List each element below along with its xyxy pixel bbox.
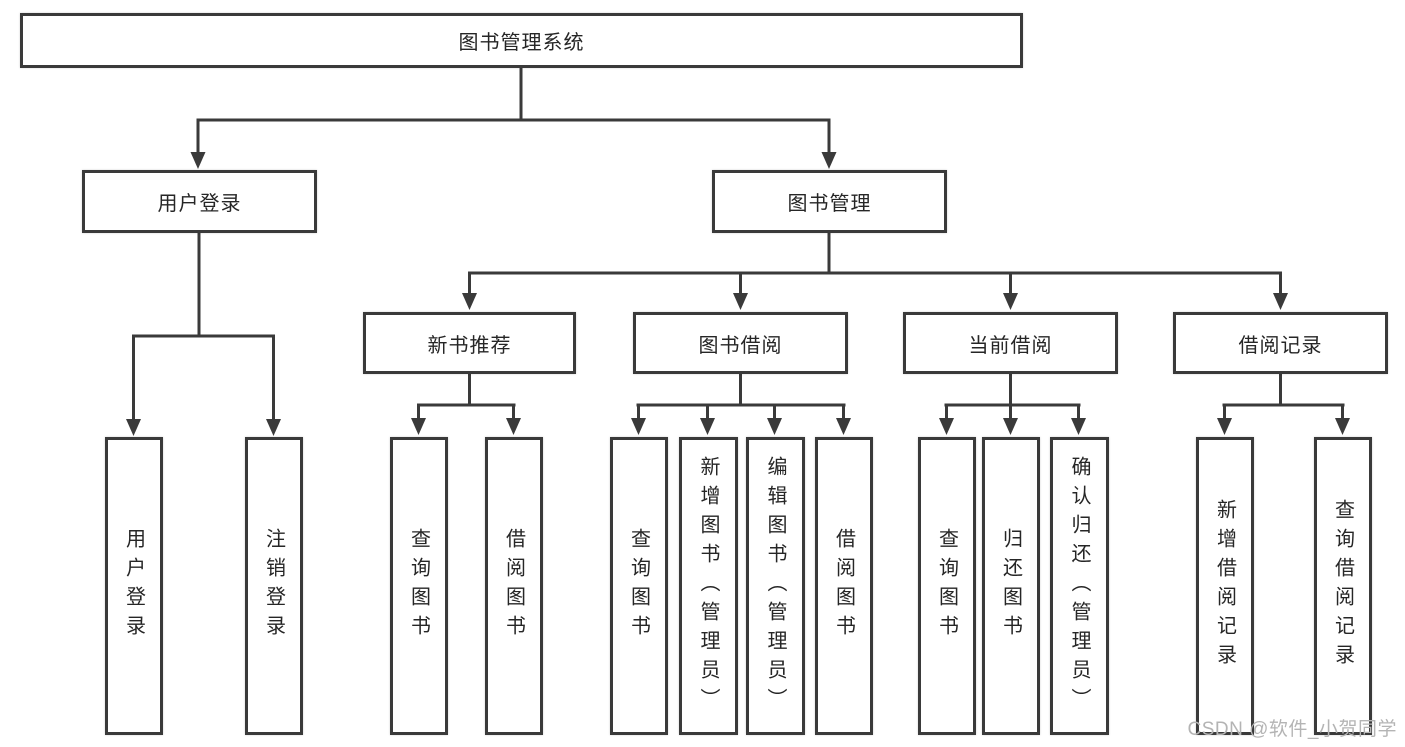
- arrow-down-icon: [506, 418, 521, 435]
- arrow-down-icon: [462, 293, 477, 310]
- node-borrowing-records: 借阅记录: [1173, 312, 1388, 374]
- arrow-down-icon: [631, 418, 646, 435]
- arrow-down-icon: [1071, 418, 1086, 435]
- arrow-down-icon: [767, 418, 782, 435]
- node-label: 图书管理: [787, 193, 872, 215]
- node-query-books-current: 查询图书: [917, 437, 976, 735]
- node-borrow-books-rec: 借阅图书: [484, 437, 543, 735]
- connector-group: [126, 67, 1350, 436]
- node-user-login: 用户登录: [82, 170, 317, 233]
- node-confirm-return-admin: 确认归还（管理员）: [1049, 437, 1109, 735]
- node-label: 图书管理系统: [458, 32, 585, 54]
- arrow-down-icon: [190, 152, 206, 169]
- arrow-down-icon: [733, 293, 748, 310]
- node-label: 新书推荐: [427, 334, 512, 357]
- arrow-down-icon: [836, 418, 851, 435]
- node-user-login-leaf: 用户登录: [104, 437, 163, 735]
- arrow-down-icon: [700, 418, 715, 435]
- node-label: 图书借阅: [698, 334, 783, 357]
- arrow-down-icon: [1335, 418, 1350, 435]
- arrow-down-icon: [939, 418, 954, 435]
- arrow-down-icon: [821, 152, 837, 169]
- node-label: 用户登录: [122, 528, 145, 644]
- node-new-book-recommendation: 新书推荐: [363, 312, 576, 374]
- node-label: 查询图书: [407, 528, 430, 644]
- node-book-borrowing: 图书借阅: [633, 312, 848, 374]
- arrow-down-icon: [1003, 293, 1018, 310]
- node-return-books: 归还图书: [981, 437, 1040, 735]
- node-label: 编辑图书（管理员）: [764, 455, 786, 717]
- node-label: 确认归还（管理员）: [1068, 455, 1090, 717]
- node-label: 新增借阅记录: [1213, 499, 1236, 673]
- arrow-down-icon: [1217, 418, 1232, 435]
- node-label: 注销登录: [262, 528, 285, 644]
- arrow-down-icon: [411, 418, 426, 435]
- node-current-borrowing: 当前借阅: [903, 312, 1118, 374]
- arrow-down-icon: [1273, 293, 1288, 310]
- node-query-borrow-record: 查询借阅记录: [1313, 437, 1372, 735]
- arrow-down-icon: [266, 419, 281, 436]
- csdn-watermark: CSDN @软件_小贺同学: [1187, 719, 1397, 740]
- node-query-books-borrow: 查询图书: [609, 437, 668, 735]
- node-label: 用户登录: [157, 193, 242, 215]
- node-label: 归还图书: [999, 528, 1022, 644]
- node-label: 借阅图书: [502, 528, 525, 644]
- node-label: 借阅记录: [1238, 334, 1323, 357]
- arrow-down-icon: [126, 419, 141, 436]
- node-label: 查询图书: [627, 528, 650, 644]
- node-label: 查询借阅记录: [1331, 499, 1354, 673]
- arrow-down-icon: [1003, 418, 1018, 435]
- node-add-borrow-record: 新增借阅记录: [1195, 437, 1254, 735]
- node-book-management-system: 图书管理系统: [20, 13, 1023, 68]
- node-label: 新增图书（管理员）: [697, 455, 719, 717]
- node-logout: 注销登录: [244, 437, 303, 735]
- node-query-books-rec: 查询图书: [389, 437, 448, 735]
- node-edit-books-admin: 编辑图书（管理员）: [745, 437, 805, 735]
- node-label: 查询图书: [935, 528, 958, 644]
- node-label: 借阅图书: [832, 528, 855, 644]
- node-add-books-admin: 新增图书（管理员）: [678, 437, 738, 735]
- node-label: 当前借阅: [968, 334, 1053, 357]
- node-book-management: 图书管理: [712, 170, 947, 233]
- node-borrow-books: 借阅图书: [814, 437, 873, 735]
